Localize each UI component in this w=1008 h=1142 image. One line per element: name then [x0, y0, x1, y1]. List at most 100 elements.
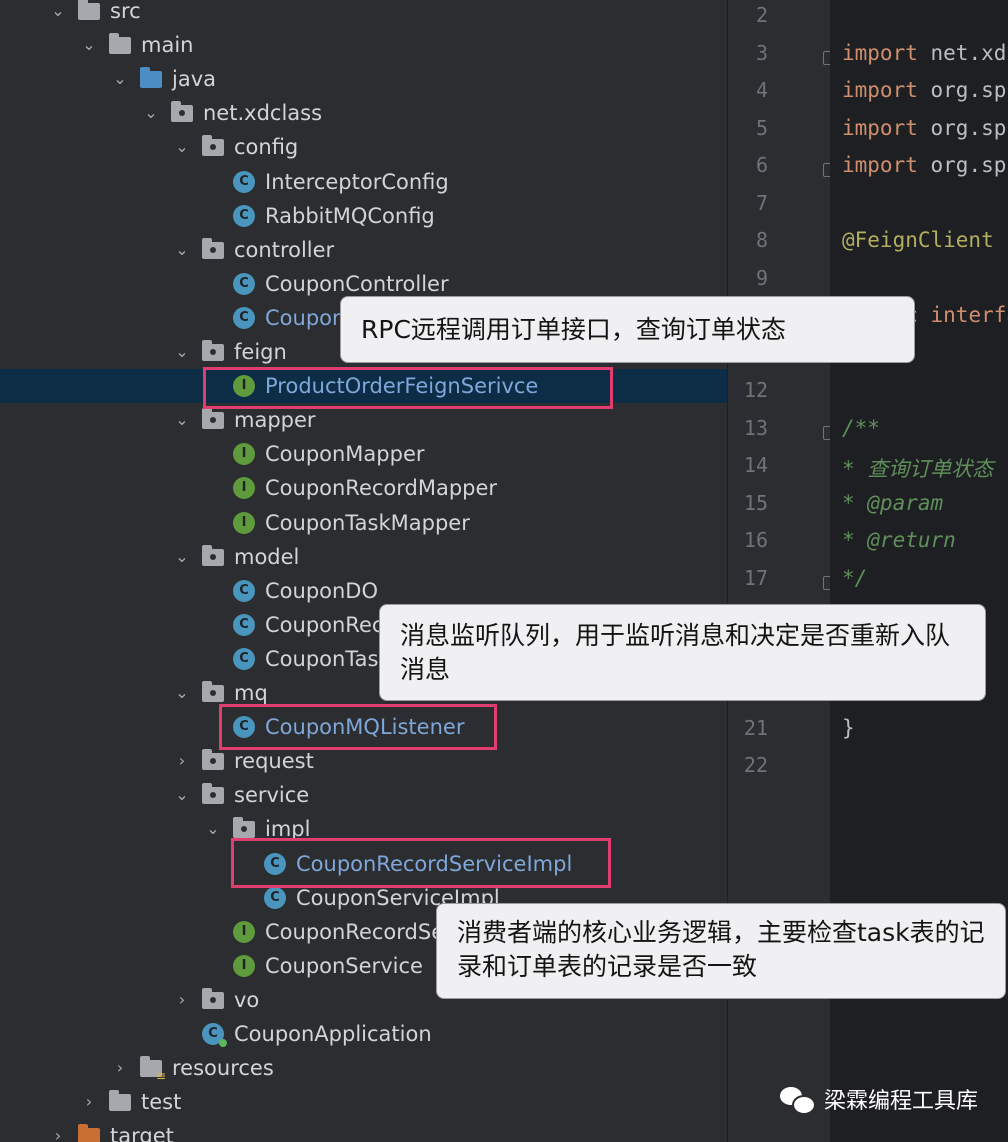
chevron-down-icon[interactable]: ⌄ [175, 546, 189, 566]
callout-mq: 消息监听队列，用于监听消息和决定是否重新入队消息 [379, 604, 986, 701]
tree-item[interactable]: ›vo [0, 983, 727, 1017]
spring-app-icon: C [202, 1023, 227, 1047]
chevron-right-icon[interactable]: › [178, 751, 186, 771]
line-number: 13 [743, 415, 768, 440]
line-number: 3 [755, 40, 768, 65]
chevron-down-icon[interactable]: ⌄ [175, 137, 189, 157]
line-number: 7 [755, 190, 768, 215]
code-line: /** [842, 416, 880, 440]
tree-item-label: main [141, 33, 194, 58]
tree-item[interactable]: ⌄ feign [0, 335, 727, 369]
code-line: * @param [842, 491, 943, 515]
tree-item-label: config [234, 135, 299, 160]
chevron-right-icon[interactable]: › [116, 1058, 124, 1078]
chevron-down-icon[interactable]: ⌄ [82, 35, 96, 55]
code-line: import org.springframework [842, 78, 1008, 102]
chevron-down-icon[interactable]: ⌄ [51, 1, 65, 20]
line-number: 22 [743, 753, 768, 777]
code-token: * @param [842, 490, 944, 515]
tree-item[interactable]: › test [0, 1085, 727, 1119]
chevron-down-icon[interactable]: ⌄ [175, 683, 189, 702]
chevron-down-icon[interactable]: ⌄ [175, 410, 189, 430]
tree-item-label: net.xdclass [203, 101, 323, 126]
tree-item[interactable]: › request [0, 744, 727, 778]
folder-icon [109, 33, 131, 55]
chevron-right-icon[interactable]: › [178, 989, 186, 1009]
tree-item-label: test [141, 1090, 182, 1115]
tree-item[interactable]: ›target [0, 1119, 727, 1142]
line-number: 12 [743, 378, 768, 402]
chevron-right-icon[interactable]: › [54, 1126, 62, 1142]
tree-item[interactable]: › resources [0, 1051, 727, 1085]
chevron-right-icon[interactable]: › [85, 1092, 93, 1112]
highlight-box-service-impl [231, 838, 611, 888]
interface-icon: I [233, 375, 255, 398]
package-icon [202, 340, 224, 361]
tree-item[interactable]: ⌄impl [0, 812, 727, 846]
tree-item-label: CouponRecordMapper [265, 476, 498, 501]
package-icon [202, 749, 224, 771]
chevron-down-icon[interactable]: ⌄ [144, 103, 158, 123]
highlight-box-mq [219, 704, 497, 750]
class-icon: C [233, 306, 255, 329]
code-line: * 查询订单状态 [842, 453, 993, 483]
tree-item[interactable]: ⌄src [0, 0, 727, 28]
tree-item-label: feign [234, 340, 287, 364]
wechat-icon [779, 1085, 816, 1115]
code-token: import [842, 115, 931, 140]
tree-item[interactable]: ⌄ mapper [0, 403, 727, 437]
code-line: import org.springframework [842, 153, 1008, 177]
chevron-down-icon[interactable]: ⌄ [175, 342, 189, 361]
tree-item-label: mq [234, 681, 268, 705]
code-token: org.springframework [930, 78, 1008, 102]
package-icon [202, 783, 224, 805]
folder-icon [78, 0, 100, 20]
line-number: 8 [755, 228, 768, 252]
package-icon [202, 408, 224, 430]
tree-item-label: java [172, 67, 216, 92]
tree-item[interactable]: ⌄ java [0, 62, 727, 96]
interface-icon: I [233, 954, 255, 977]
code-token: */ [842, 565, 868, 590]
chevron-down-icon[interactable]: ⌄ [113, 69, 127, 89]
tree-item-label: resources [172, 1056, 274, 1081]
line-number: 21 [743, 715, 768, 740]
chevron-down-icon[interactable]: ⌄ [206, 819, 220, 839]
chevron-down-icon[interactable]: ⌄ [175, 239, 189, 259]
code-token: * 查询订单状态 [842, 457, 994, 481]
tree-item[interactable]: ⌄ mq [0, 676, 727, 710]
class-icon: C [233, 579, 255, 602]
chevron-down-icon[interactable]: ⌄ [175, 785, 189, 805]
line-number: 2 [755, 3, 768, 27]
tree-item[interactable]: ⌄ net.xdclass [0, 96, 727, 130]
class-icon: C [233, 716, 255, 739]
tree-item[interactable]: ⌄controller [0, 233, 727, 267]
code-token: * @return [842, 528, 956, 552]
tree-item[interactable]: ⌄model [0, 540, 727, 574]
tree-item-label: request [234, 749, 314, 774]
tree-item-label: CouponController [265, 271, 449, 296]
source-folder-icon [140, 67, 162, 89]
code-token: org.springframework [930, 153, 1008, 177]
tree-item[interactable]: ⌄ config [0, 130, 727, 164]
tree-item[interactable]: ⌄service [0, 778, 727, 812]
line-number: 16 [743, 528, 768, 552]
tree-item[interactable]: ⌄ main [0, 28, 727, 62]
tree-item-label: mapper [234, 408, 316, 433]
code-token: interface [930, 303, 1008, 327]
code-line: import org.springframework [842, 116, 1008, 140]
resources-folder-icon [140, 1056, 166, 1082]
